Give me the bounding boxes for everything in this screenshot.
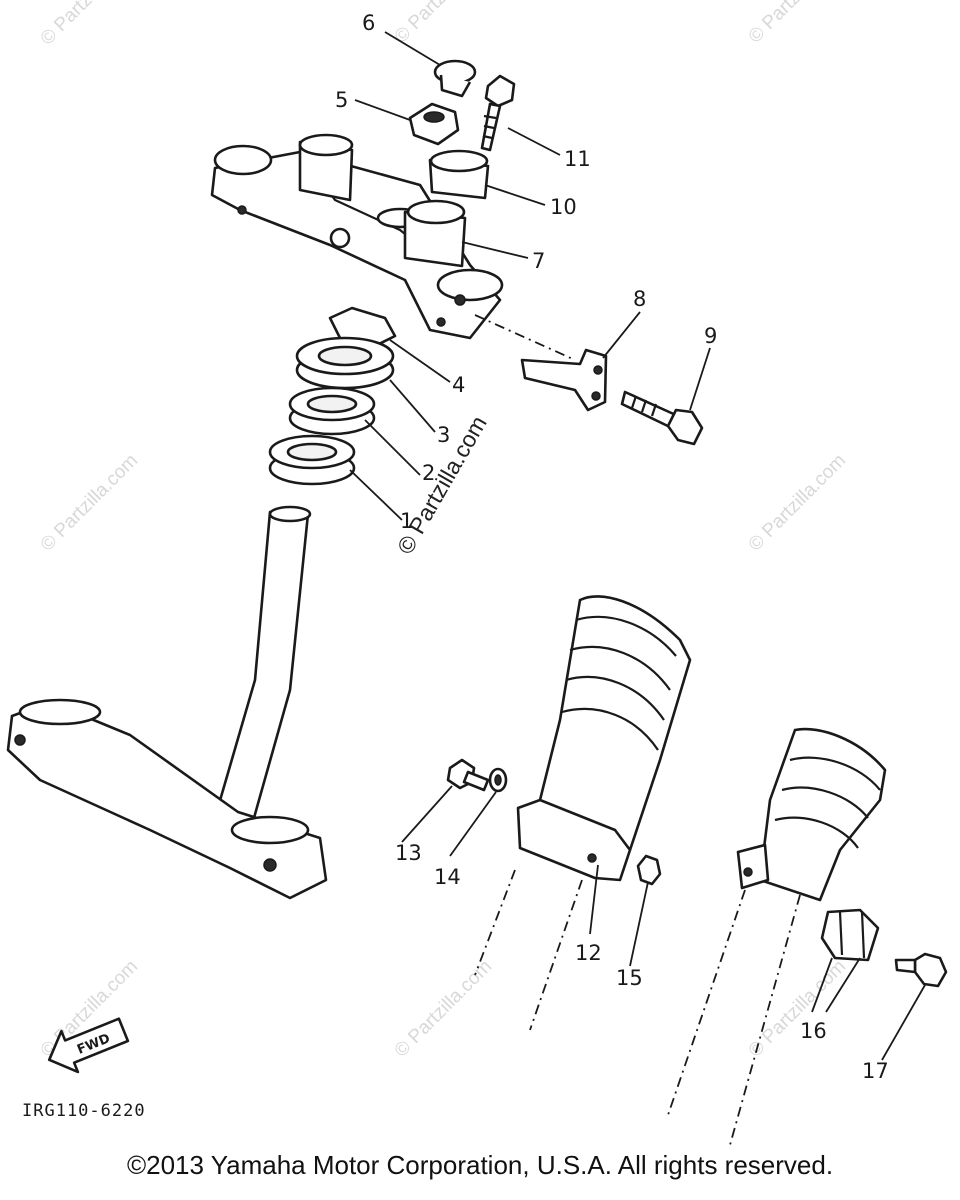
callout-12: 12 xyxy=(575,941,602,965)
watermark: © Partzilla.com xyxy=(37,450,142,555)
callout-4: 4 xyxy=(452,373,465,397)
callout-11: 11 xyxy=(564,147,591,171)
fork-axis-left xyxy=(474,869,516,976)
watermark: © Partzilla.com xyxy=(391,956,496,1061)
guide-16 xyxy=(820,908,880,962)
nut-15 xyxy=(636,854,662,886)
watermark: © Partzilla.com xyxy=(745,956,850,1061)
bearing-1 xyxy=(268,434,356,486)
callout-16: 16 xyxy=(800,1019,827,1043)
cap-6 xyxy=(433,59,477,98)
watermark: © Partzilla.com xyxy=(745,450,850,555)
watermark: © Partzilla.com xyxy=(745,0,850,48)
front-fork-left xyxy=(516,595,692,882)
diagram-code: IRG110-6220 xyxy=(22,1101,146,1121)
bolt-13 xyxy=(446,758,490,792)
centerline xyxy=(474,314,576,361)
callout-13: 13 xyxy=(395,841,422,865)
under-bracket xyxy=(6,505,328,900)
callout-2: 2 xyxy=(422,461,435,485)
callout-3: 3 xyxy=(437,423,450,447)
upper-bracket xyxy=(210,133,504,340)
bolt-9 xyxy=(620,390,704,446)
handlebar-holder xyxy=(428,149,490,200)
callout-10: 10 xyxy=(550,195,577,219)
callout-15: 15 xyxy=(616,966,643,990)
fork-axis-left-2 xyxy=(529,879,583,1031)
bolt-11 xyxy=(480,74,516,152)
callout-1: 1 xyxy=(400,509,413,533)
bracket-8 xyxy=(520,348,608,412)
fwd-arrow: FWD xyxy=(47,1017,130,1074)
leader-lines xyxy=(349,31,926,1061)
watermark: © Partzilla.com xyxy=(37,0,142,50)
callout-numbers: 1 2 3 4 5 6 7 8 9 10 11 12 13 14 15 16 1… xyxy=(335,11,889,1083)
callout-8: 8 xyxy=(633,287,646,311)
callout-14: 14 xyxy=(434,865,461,889)
front-fork-right xyxy=(736,727,887,902)
nut-5 xyxy=(408,102,460,146)
copyright-notice: ©2013 Yamaha Motor Corporation, U.S.A. A… xyxy=(126,1150,834,1180)
callout-6: 6 xyxy=(362,11,375,35)
callout-7: 7 xyxy=(532,249,545,273)
bolt-17 xyxy=(894,952,948,988)
callout-17: 17 xyxy=(862,1059,889,1083)
callout-5: 5 xyxy=(335,88,348,112)
fork-axis-right xyxy=(667,889,746,1116)
washer-14 xyxy=(488,767,508,793)
watermark: © Partzilla.com xyxy=(391,0,496,48)
bearing-3 xyxy=(295,336,395,390)
callout-9: 9 xyxy=(704,324,717,348)
bearing-2 xyxy=(288,386,376,436)
